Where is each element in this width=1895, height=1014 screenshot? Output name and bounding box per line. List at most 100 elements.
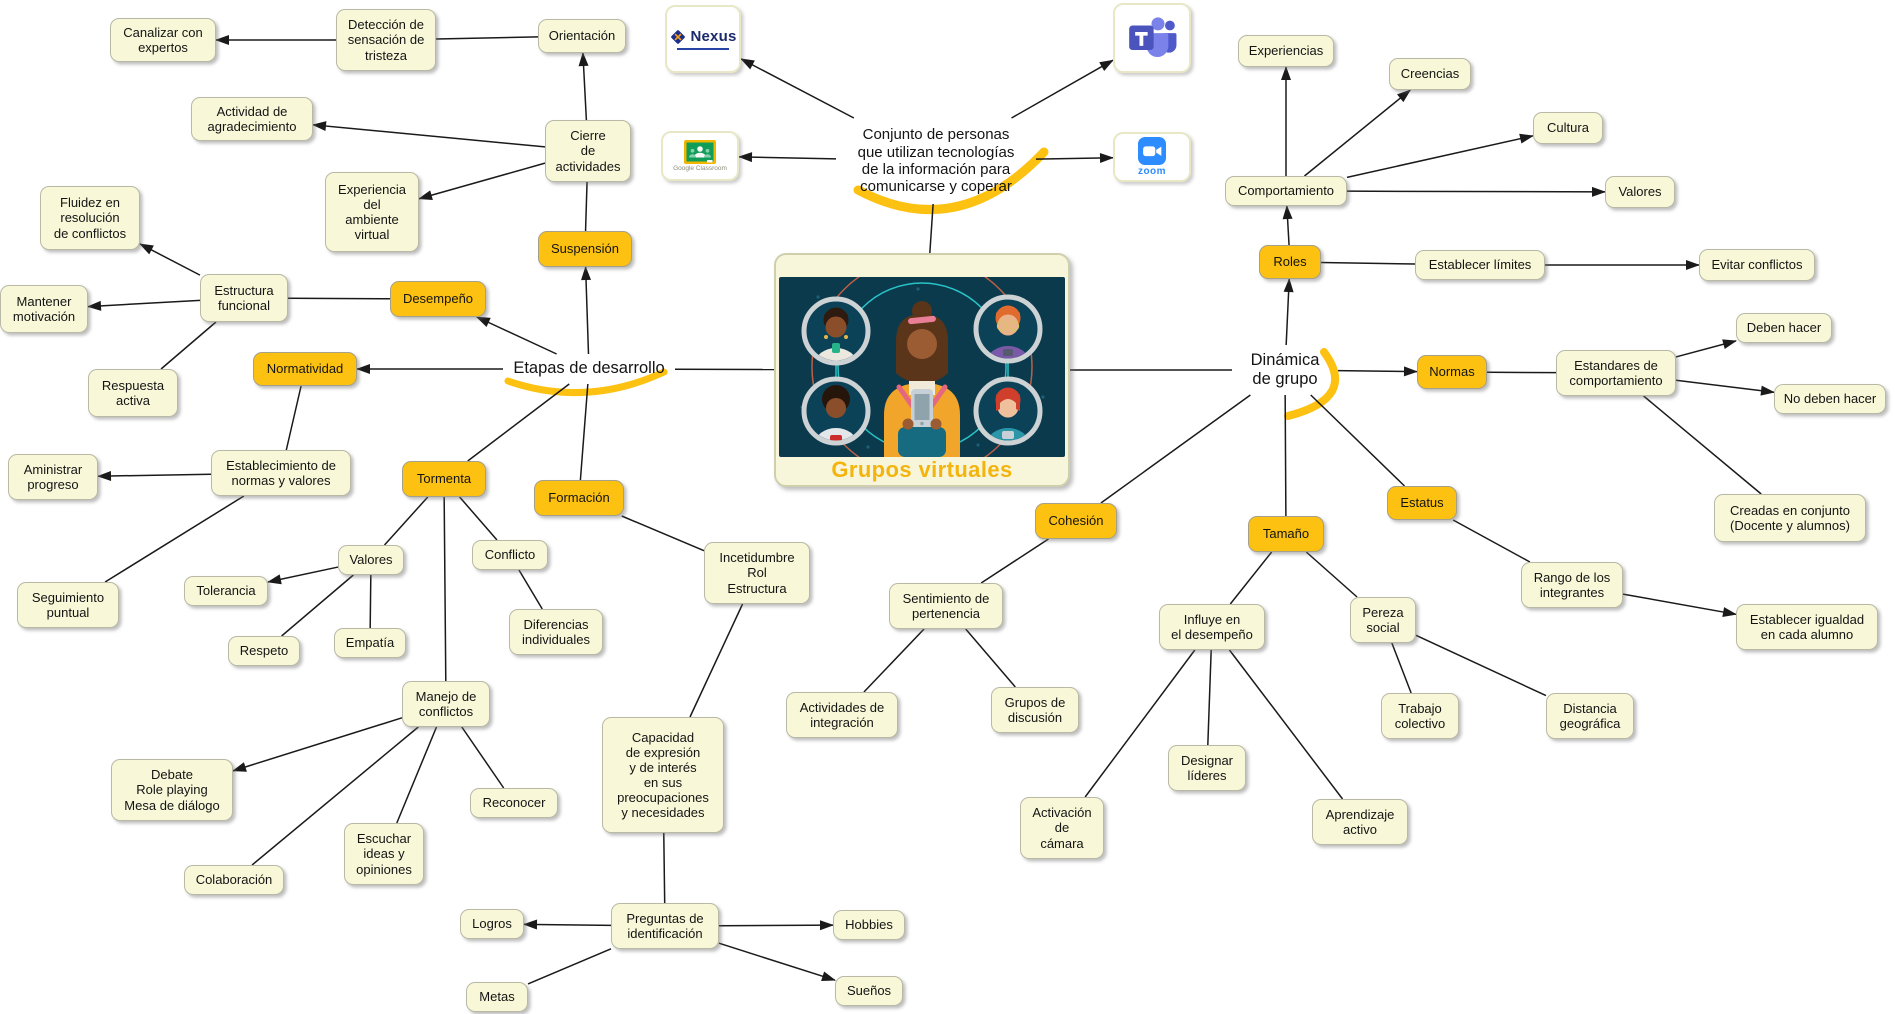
node-label: Fluidez en resolución de conflictos — [53, 195, 127, 241]
node-suspension[interactable]: Suspensión — [538, 231, 632, 267]
node-gruposdisc[interactable]: Grupos de discusión — [991, 687, 1079, 733]
edge-establecimiento-seguimiento — [104, 495, 245, 583]
edge-preguntas-metas — [527, 948, 612, 985]
edge-comportamiento-valores_r — [1346, 186, 1606, 197]
node-respeto[interactable]: Respeto — [228, 636, 300, 666]
node-label: Respuesta activa — [101, 377, 165, 408]
node-cultura[interactable]: Cultura — [1533, 112, 1603, 144]
node-establecimiento[interactable]: Establecimiento de normas y valores — [211, 450, 351, 496]
node-creencias[interactable]: Creencias — [1389, 58, 1471, 90]
logo-label: Google Classroom — [673, 164, 727, 172]
node-suenos[interactable]: Sueños — [835, 976, 903, 1006]
node-metas[interactable]: Metas — [466, 982, 528, 1012]
node-cierre[interactable]: Cierre de actividades — [545, 120, 631, 182]
edge-dinamica-estatus — [1310, 394, 1406, 487]
edge-etapas-desempeno — [475, 316, 557, 355]
node-seguimiento[interactable]: Seguimiento puntual — [17, 582, 119, 628]
node-formacion[interactable]: Formación — [534, 480, 624, 516]
edge-cierre-expamb — [418, 162, 546, 201]
zoom-logo — [1138, 136, 1166, 165]
node-valores_l[interactable]: Valores — [338, 545, 404, 575]
node-estandares[interactable]: Estandares de comportamiento — [1556, 350, 1676, 396]
node-colaboracion[interactable]: Colaboración — [184, 865, 284, 895]
node-influye[interactable]: Influye en el desempeño — [1159, 604, 1265, 650]
node-igualdad[interactable]: Establecer igualdad en cada alumno — [1736, 604, 1878, 650]
node-canalizar[interactable]: Canalizar con expertos — [110, 18, 216, 62]
node-manejo[interactable]: Manejo de conflictos — [402, 681, 490, 727]
node-roles[interactable]: Roles — [1259, 245, 1321, 279]
node-sentimiento[interactable]: Sentimiento de pertenencia — [889, 583, 1003, 629]
node-designar[interactable]: Designar líderes — [1168, 745, 1246, 791]
node-zoomapp[interactable]: zoom — [1113, 132, 1191, 182]
node-expamb[interactable]: Experiencia del ambiente virtual — [325, 172, 419, 252]
node-creadas[interactable]: Creadas en conjunto (Docente y alumnos) — [1714, 494, 1866, 542]
node-desempeno[interactable]: Desempeño — [390, 281, 486, 317]
node-aprendizaje[interactable]: Aprendizaje activo — [1312, 799, 1408, 845]
node-diferencias[interactable]: Diferencias individuales — [509, 609, 603, 655]
node-concepto[interactable]: Conjunto de personas que utilizan tecnol… — [836, 118, 1036, 204]
node-respuesta[interactable]: Respuesta activa — [88, 369, 178, 417]
node-deben[interactable]: Deben hacer — [1736, 313, 1832, 343]
node-classroom[interactable]: Google Classroom — [661, 131, 739, 181]
node-evitar[interactable]: Evitar conflictos — [1699, 249, 1815, 281]
node-label: Estandares de comportamiento — [1569, 357, 1663, 388]
node-label: Conflicto — [484, 547, 536, 563]
edge-incetidumbre-capacidad — [689, 603, 744, 718]
node-trabajo[interactable]: Trabajo colectivo — [1381, 693, 1459, 739]
edge-estatus-rango — [1452, 519, 1531, 563]
node-label: Actividades de integración — [799, 699, 885, 730]
node-normatividad[interactable]: Normatividad — [253, 352, 357, 386]
node-label: Estructura funcional — [214, 282, 274, 313]
node-mantener[interactable]: Mantener motivación — [0, 285, 88, 333]
node-actintegracion[interactable]: Actividades de integración — [786, 692, 898, 738]
node-dinamica[interactable]: Dinámica de grupo — [1232, 345, 1338, 395]
node-nodeben[interactable]: No deben hacer — [1774, 384, 1886, 414]
node-deteccion[interactable]: Detección de sensación de tristeza — [336, 9, 436, 71]
node-teams[interactable] — [1113, 3, 1191, 73]
node-establecer_lim[interactable]: Establecer límites — [1415, 250, 1545, 280]
node-reconocer[interactable]: Reconocer — [470, 788, 558, 818]
node-estructura[interactable]: Estructura funcional — [200, 274, 288, 322]
node-orientacion[interactable]: Orientación — [538, 19, 626, 53]
node-cohesion[interactable]: Cohesión — [1035, 503, 1117, 539]
node-tolerancia[interactable]: Tolerancia — [184, 576, 268, 606]
edge-concepto-teams — [1011, 59, 1114, 119]
node-label: Normatividad — [266, 361, 344, 377]
node-comportamiento[interactable]: Comportamiento — [1225, 176, 1347, 206]
node-hobbies[interactable]: Hobbies — [833, 910, 905, 940]
node-distancia[interactable]: Distancia geográfica — [1546, 693, 1634, 739]
edge-estandares-deben — [1675, 339, 1737, 358]
node-aministrar[interactable]: Aministrar progreso — [8, 454, 98, 500]
node-experiencias[interactable]: Experiencias — [1238, 35, 1334, 67]
node-preguntas[interactable]: Preguntas de identificación — [611, 903, 719, 949]
node-etapas[interactable]: Etapas de desarrollo — [503, 354, 675, 384]
node-label: Actividad de agradecimiento — [207, 103, 297, 134]
node-label: Logros — [472, 916, 512, 932]
node-logros[interactable]: Logros — [460, 909, 524, 939]
node-capacidad[interactable]: Capacidad de expresión y de interés en s… — [602, 717, 724, 833]
node-pereza[interactable]: Pereza social — [1350, 597, 1416, 643]
node-valores_r[interactable]: Valores — [1605, 176, 1675, 208]
node-normas[interactable]: Normas — [1417, 355, 1487, 389]
node-imagen[interactable]: Grupos virtuales — [774, 253, 1070, 487]
node-nexus[interactable]: Nexus — [665, 5, 741, 73]
node-rango[interactable]: Rango de los integrantes — [1521, 562, 1623, 608]
node-empatia[interactable]: Empatía — [334, 628, 406, 658]
node-debate[interactable]: Debate Role playing Mesa de diálogo — [111, 759, 233, 821]
node-fluidez[interactable]: Fluidez en resolución de conflictos — [40, 186, 140, 250]
node-estatus[interactable]: Estatus — [1387, 486, 1457, 520]
node-label: Hobbies — [845, 917, 893, 933]
edge-cierre-orientacion — [578, 52, 589, 121]
node-tamano[interactable]: Tamaño — [1248, 516, 1324, 552]
node-incetidumbre[interactable]: Incetidumbre Rol Estructura — [704, 542, 810, 604]
node-label: Roles — [1273, 254, 1307, 270]
edge-estructura-fluidez — [139, 243, 201, 276]
node-actividad[interactable]: Actividad de agradecimiento — [191, 97, 313, 141]
node-tormenta[interactable]: Tormenta — [402, 461, 486, 497]
edge-influye-aprendizaje — [1228, 649, 1344, 800]
node-label: Seguimiento puntual — [31, 589, 105, 620]
edge-manejo-debate — [232, 717, 403, 772]
node-conflicto[interactable]: Conflicto — [472, 540, 548, 570]
node-activacion[interactable]: Activación de cámara — [1020, 797, 1104, 859]
node-escuchar[interactable]: Escuchar ideas y opiniones — [344, 823, 424, 885]
